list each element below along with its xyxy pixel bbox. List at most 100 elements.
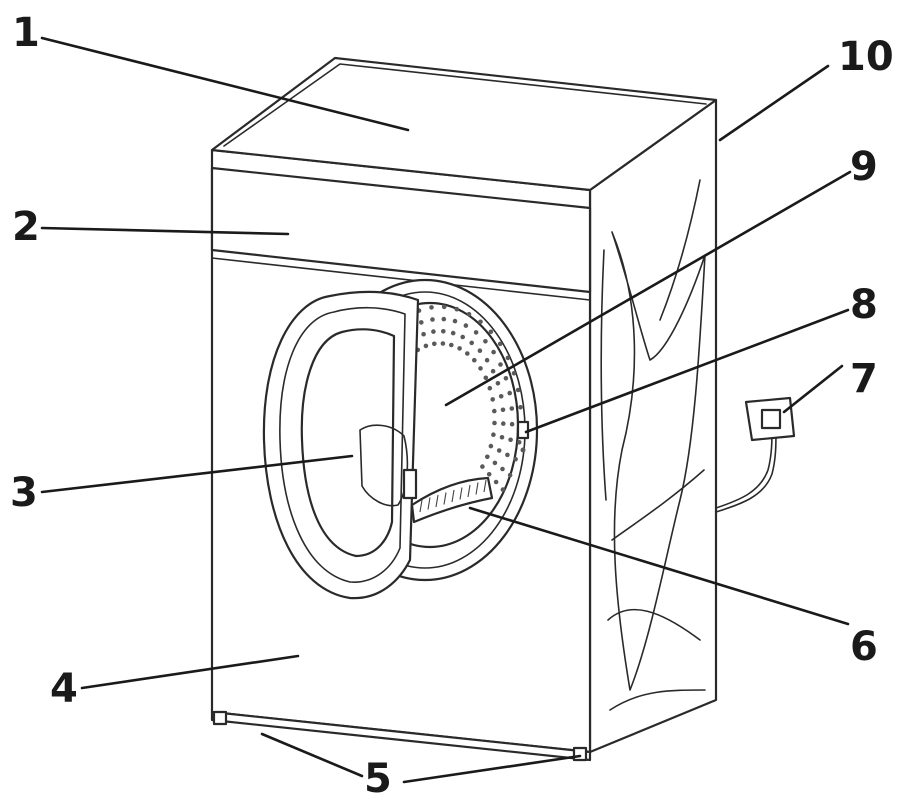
- filter-slot: [467, 484, 471, 498]
- drum-hole: [473, 330, 479, 335]
- leader-3: [40, 454, 354, 494]
- drum-hole: [507, 390, 512, 396]
- drum-hole: [423, 343, 429, 349]
- drum-hole: [429, 305, 434, 310]
- drum-hole: [498, 362, 503, 367]
- drum-hole: [452, 318, 458, 324]
- drum-hole: [492, 460, 498, 466]
- filter-slot: [419, 499, 423, 513]
- callout-2: 2: [12, 204, 40, 250]
- leader-4: [80, 654, 300, 690]
- drum-hole: [454, 306, 460, 312]
- drum-hole: [491, 432, 496, 438]
- drum-hole: [491, 349, 496, 355]
- drum-hole: [505, 355, 511, 361]
- drum-hole: [478, 366, 483, 371]
- callout-9: 9: [850, 144, 878, 190]
- top-lid-edge: [223, 63, 707, 147]
- drum-hole: [469, 340, 475, 346]
- leader-1: [40, 36, 410, 132]
- callout-3: 3: [10, 470, 38, 516]
- leader-10: [718, 64, 830, 142]
- drum-hole: [419, 320, 424, 325]
- lint-filter: [410, 476, 494, 524]
- drum-hole: [492, 408, 497, 414]
- drum-hole: [503, 376, 509, 381]
- filter-slot: [451, 489, 455, 503]
- drum-hole: [441, 316, 447, 322]
- drum-hole: [450, 330, 456, 336]
- drum-hole: [507, 472, 513, 478]
- callout-labels: 1 2 3 4 5 6 7 8 9 10: [10, 10, 894, 801]
- leader-6: [468, 506, 850, 626]
- drum-hole: [492, 420, 497, 426]
- door: [262, 290, 420, 600]
- drum-hole: [490, 368, 496, 374]
- door-glass: [300, 328, 396, 558]
- filter-slot: [435, 494, 439, 508]
- drum-hole: [484, 357, 490, 363]
- callout-6: 6: [850, 624, 878, 670]
- drum-hole: [505, 452, 510, 458]
- drum-hole: [498, 394, 504, 399]
- drum-hole: [441, 304, 447, 310]
- control-panel: [210, 166, 592, 294]
- drum-hole: [490, 397, 496, 402]
- drum-hole: [499, 435, 505, 440]
- leader-lines: [40, 36, 852, 784]
- base-plinth: [210, 710, 592, 762]
- drum-hole: [480, 464, 485, 469]
- drum-hole: [495, 381, 501, 386]
- drum-hole: [465, 351, 470, 356]
- filter-slot: [459, 487, 463, 500]
- plug-head: [760, 408, 782, 430]
- leader-2: [40, 226, 290, 236]
- drum-hole: [500, 466, 505, 472]
- drum-hole: [463, 323, 469, 328]
- leader-5b: [402, 754, 582, 784]
- filter-slot: [443, 492, 447, 505]
- drum-hole: [421, 331, 426, 337]
- drum-hole: [483, 339, 488, 344]
- callout-1: 1: [12, 10, 40, 56]
- drum-hole: [508, 437, 513, 443]
- callout-4: 4: [50, 666, 78, 712]
- drum-hole: [511, 371, 517, 376]
- front-foot-right: [572, 746, 588, 762]
- filter-slot: [483, 479, 487, 493]
- control-panel-lower-edge: [211, 257, 591, 301]
- front-foot-left: [212, 710, 228, 726]
- callout-7: 7: [850, 356, 878, 402]
- drum-hole: [500, 487, 506, 492]
- drum-hole: [431, 329, 436, 334]
- drum-hole: [493, 479, 499, 485]
- power-cord: [715, 396, 796, 513]
- drum-hole: [478, 319, 483, 325]
- drum-hole: [513, 456, 518, 462]
- drum-hole: [518, 405, 523, 410]
- drum-hole: [515, 387, 521, 393]
- drum-hole: [460, 334, 466, 340]
- drum-hole: [516, 440, 522, 445]
- callout-5: 5: [364, 756, 392, 801]
- door-sensor: [516, 420, 530, 440]
- drum-hole: [441, 329, 446, 334]
- leader-7: [782, 364, 844, 414]
- drum-hole: [430, 317, 435, 322]
- drum-hole: [509, 406, 515, 411]
- drum-hole: [449, 342, 454, 348]
- drum-hole: [496, 448, 502, 453]
- door-sensor-dot: [520, 447, 526, 453]
- drum-hole: [483, 375, 489, 381]
- drum-hole: [432, 341, 437, 347]
- drum-hole: [487, 385, 493, 391]
- leader-8: [524, 308, 850, 434]
- callout-10: 10: [838, 34, 894, 80]
- drum-hole: [457, 346, 462, 351]
- drum-hole: [501, 421, 506, 426]
- leader-9: [444, 170, 852, 407]
- filter-slot: [475, 482, 479, 495]
- drum-hole: [440, 341, 446, 346]
- drum-hole: [488, 443, 494, 449]
